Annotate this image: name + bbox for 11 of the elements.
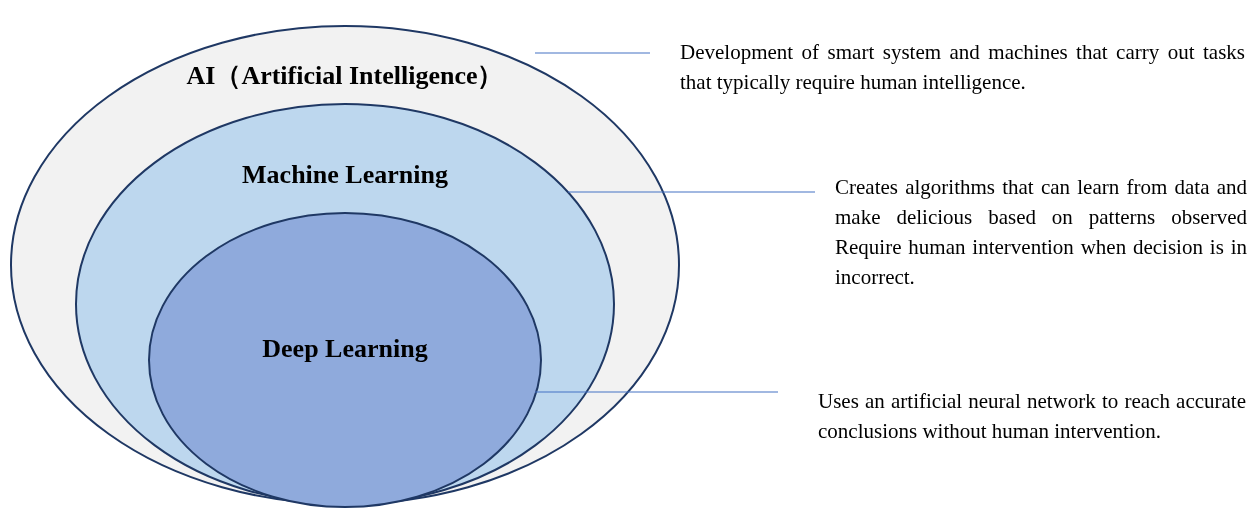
description-text: Uses an artificial neural network to reach accurate conclusions without human intervention. xyxy=(778,386,1246,446)
nested-ellipse xyxy=(10,25,680,505)
ellipse-title: AI（Artificial Intelligence） xyxy=(186,61,504,90)
ellipse-title: Machine Learning xyxy=(242,160,448,189)
ellipse-title: Deep Learning xyxy=(262,334,428,363)
description-text: Creates algorithms that can learn from data and make delicious based on patterns observed Require human intervention when decision is in incorrect. xyxy=(815,172,1247,292)
nested-ellipse xyxy=(75,103,615,505)
leader-line xyxy=(534,52,651,54)
leader-line xyxy=(567,191,816,193)
description-text: Development of smart system and machines that carry out tasks that typically require human intelligence. xyxy=(650,37,1245,97)
nested-ellipse xyxy=(148,212,542,508)
